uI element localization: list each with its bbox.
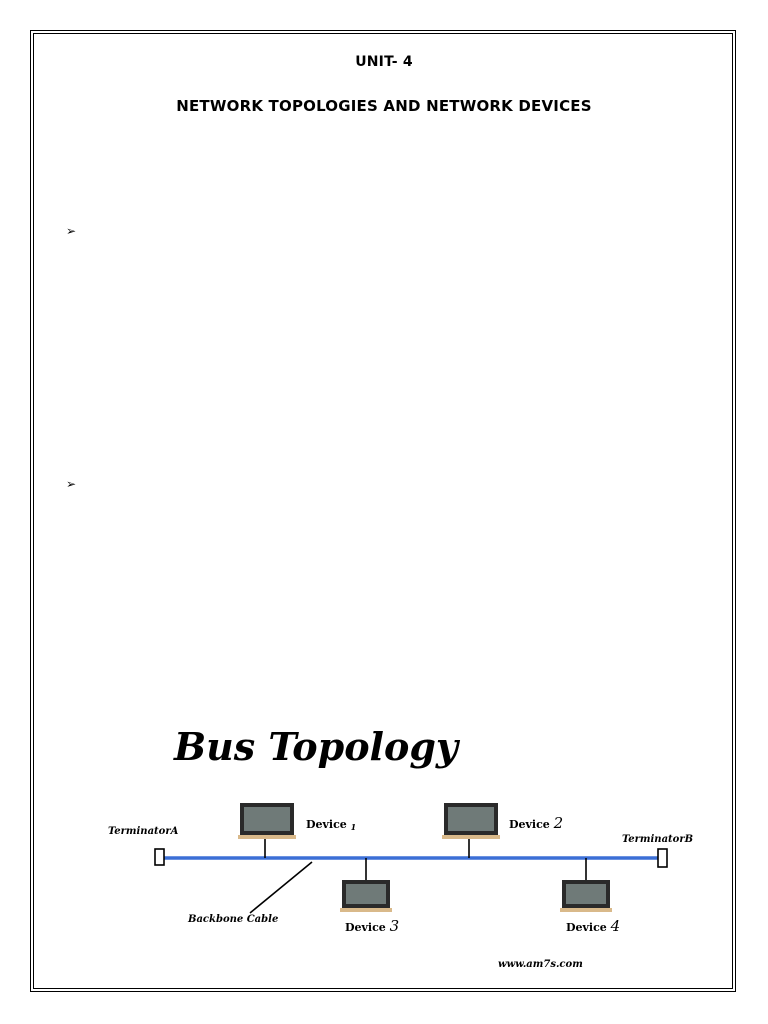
bus-topology-diagram: Bus Topology TerminatorA TerminatorB Dev… xyxy=(108,724,693,970)
unit-title: UNIT- 4 xyxy=(355,54,413,70)
device-2-label: Device 2 xyxy=(509,814,563,832)
bullet-arrow-icon: ➢ xyxy=(66,224,77,238)
backbone-label: Backbone Cable xyxy=(187,914,278,925)
terminator-b-icon xyxy=(657,848,668,868)
terminator-a-icon xyxy=(154,848,165,866)
terminator-b-label: TerminatorB xyxy=(622,834,693,845)
device-3-label: Device 3 xyxy=(345,917,399,935)
device-1-label: Device 1 xyxy=(306,818,356,832)
laptop-icon xyxy=(238,803,296,839)
page-border-inner xyxy=(33,33,733,989)
document-title: NETWORK TOPOLOGIES AND NETWORK DEVICES xyxy=(176,97,592,115)
diagram-heading: Bus Topology xyxy=(173,724,461,769)
terminator-a-label: TerminatorA xyxy=(108,826,179,837)
watermark-url: www.am7s.com xyxy=(498,959,583,970)
bullet-arrow-icon: ➢ xyxy=(66,477,77,491)
laptop-icon xyxy=(442,803,500,839)
page-border-outer xyxy=(30,30,736,992)
laptop-icon xyxy=(340,880,392,912)
device-4-label: Device 4 xyxy=(566,917,620,935)
laptop-icon xyxy=(560,880,612,912)
backbone-pointer xyxy=(249,861,313,914)
